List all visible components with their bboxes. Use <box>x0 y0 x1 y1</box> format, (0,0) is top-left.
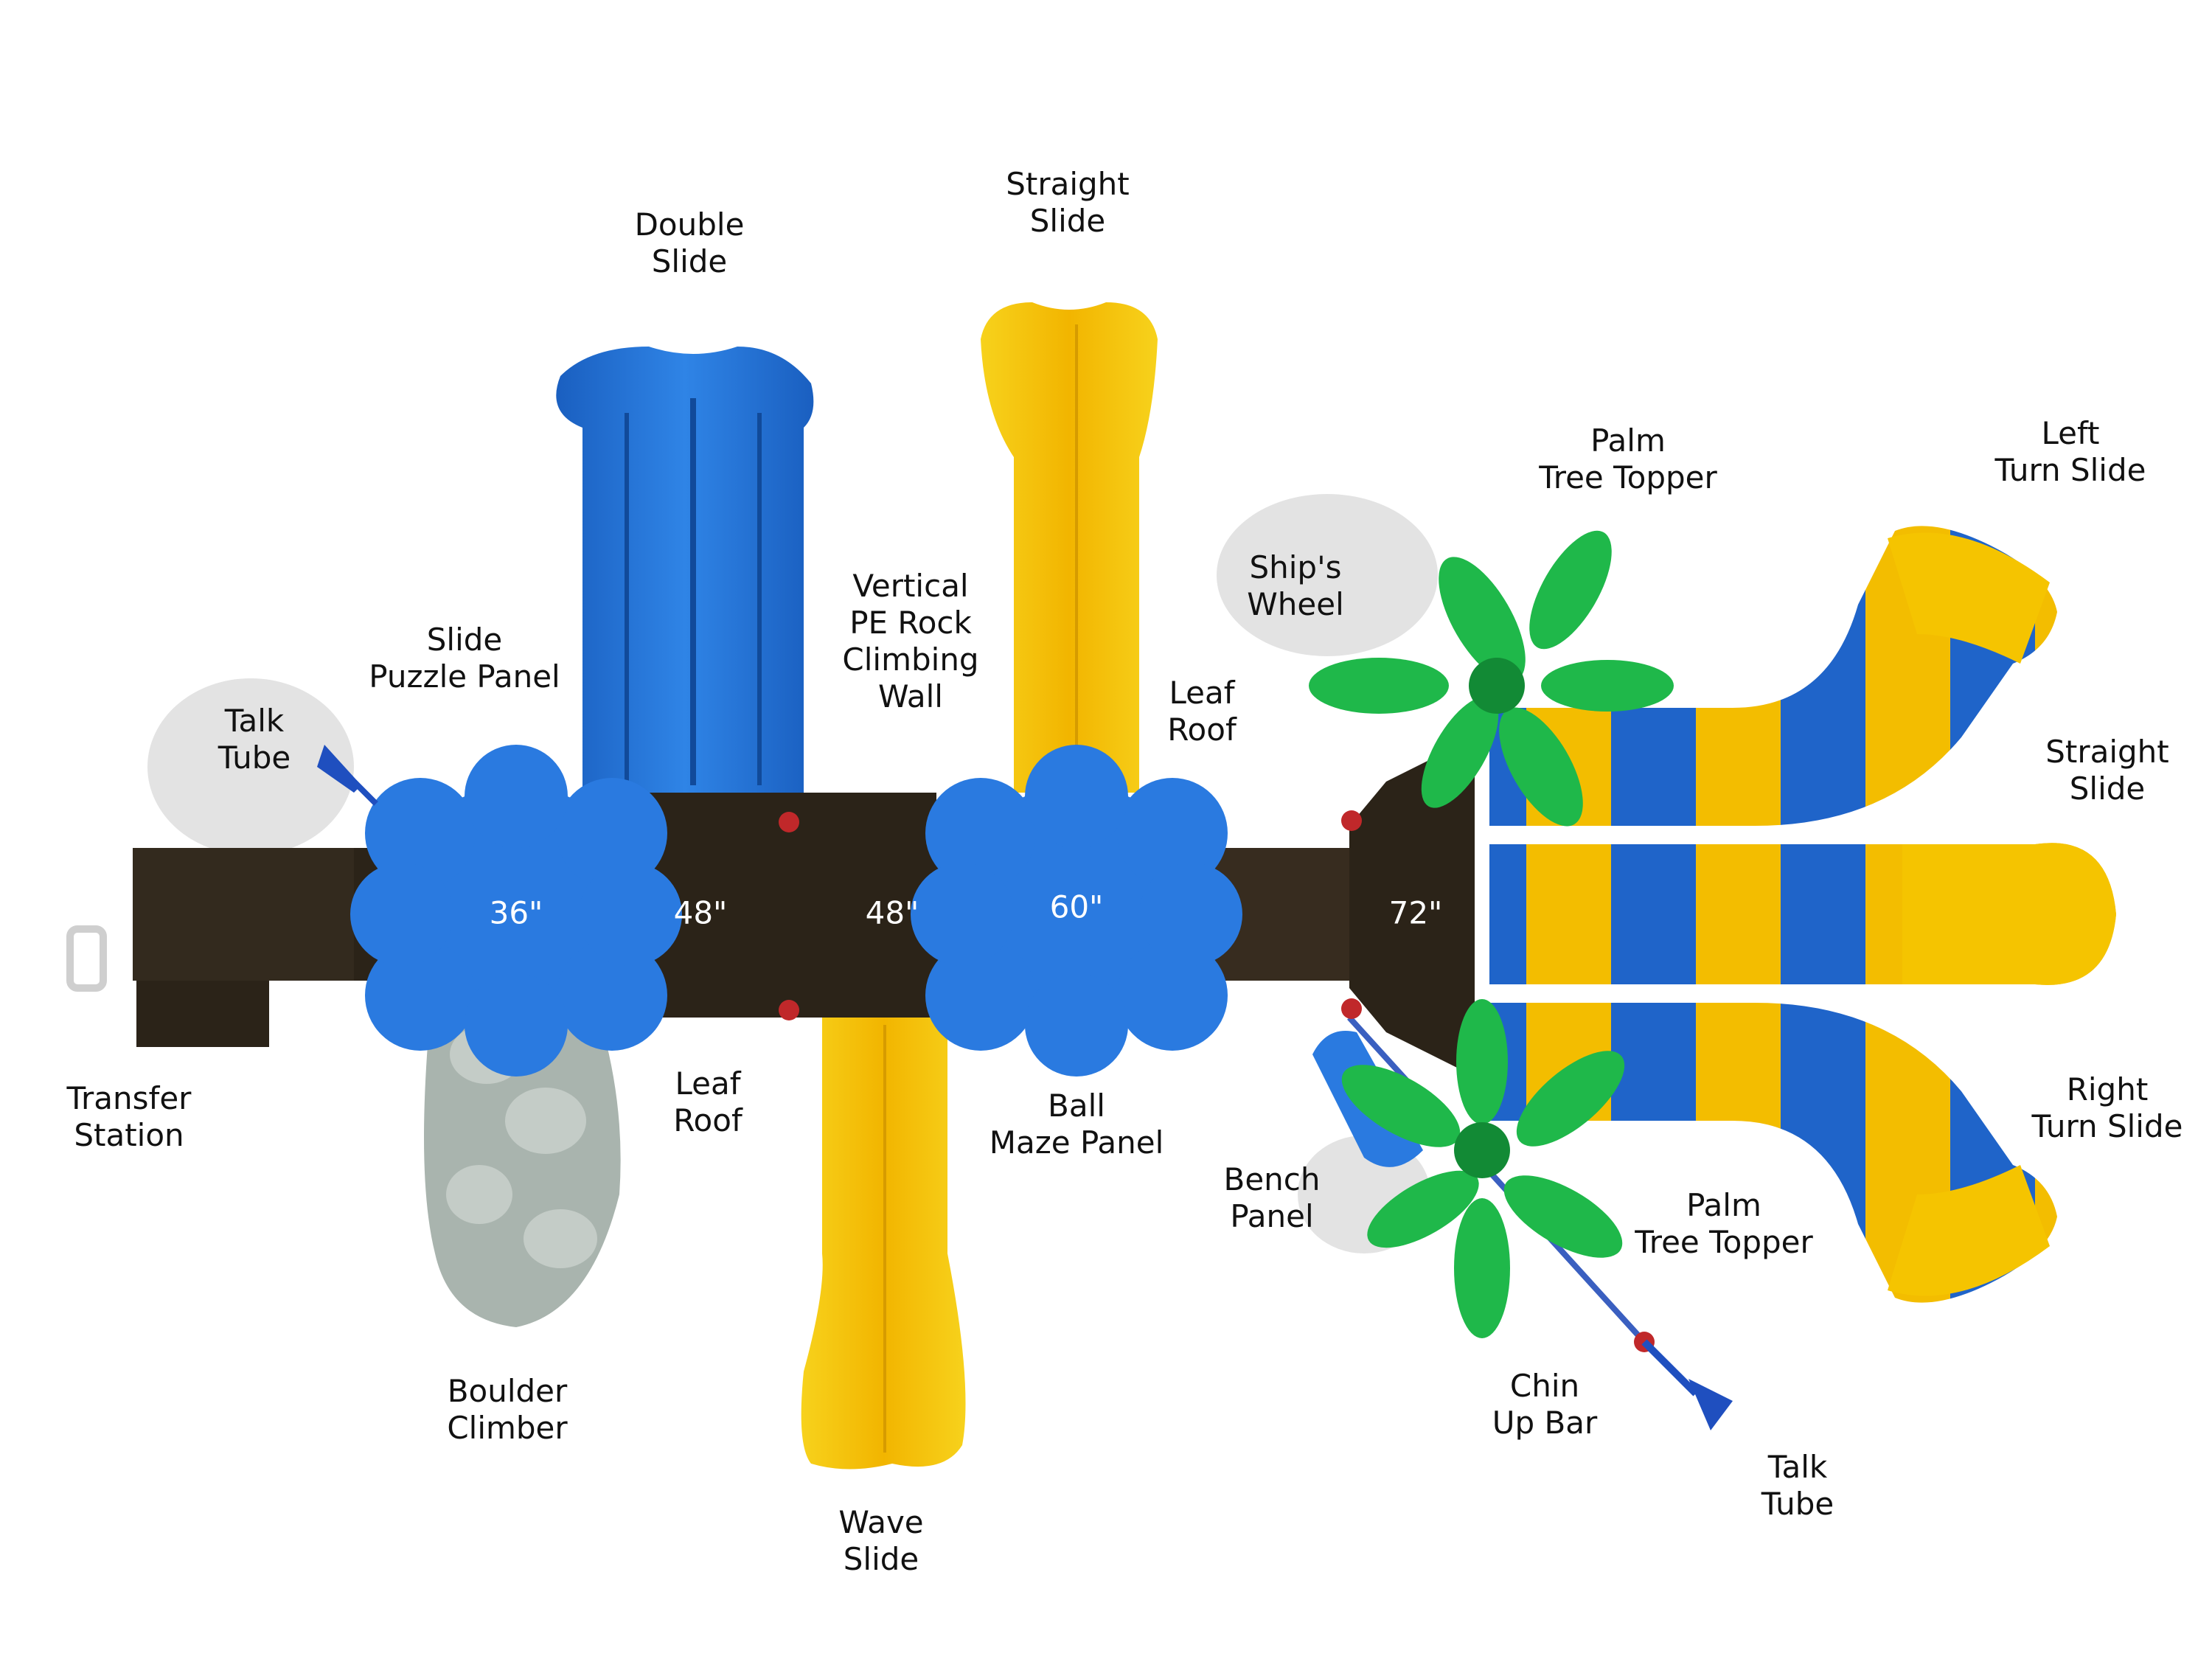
deck-height-48a: 48" <box>673 894 728 931</box>
deck-height-48b: 48" <box>865 894 919 931</box>
deck-height-36: 36" <box>489 894 543 931</box>
chin-up-bar-shape <box>1347 1015 1733 1430</box>
wave-slide <box>801 1018 966 1470</box>
deck-height-72: 72" <box>1388 894 1443 931</box>
leaf-roof-60 <box>911 745 1242 1077</box>
transfer-station <box>66 848 376 1047</box>
palm-tree-topper-bottom <box>1341 999 1625 1338</box>
talk-tube-left-shape <box>317 745 378 806</box>
double-slide <box>556 347 814 793</box>
right-turn-slide <box>1489 1003 2057 1303</box>
straight-slide-right <box>1489 843 2116 985</box>
post-caps <box>779 810 1362 1020</box>
leaf-roof-36 <box>350 745 682 1077</box>
left-turn-slide <box>1489 526 2057 826</box>
palm-tree-topper-top <box>1309 530 1674 827</box>
deck-height-60: 60" <box>1049 888 1104 925</box>
straight-slide-top <box>981 302 1158 793</box>
